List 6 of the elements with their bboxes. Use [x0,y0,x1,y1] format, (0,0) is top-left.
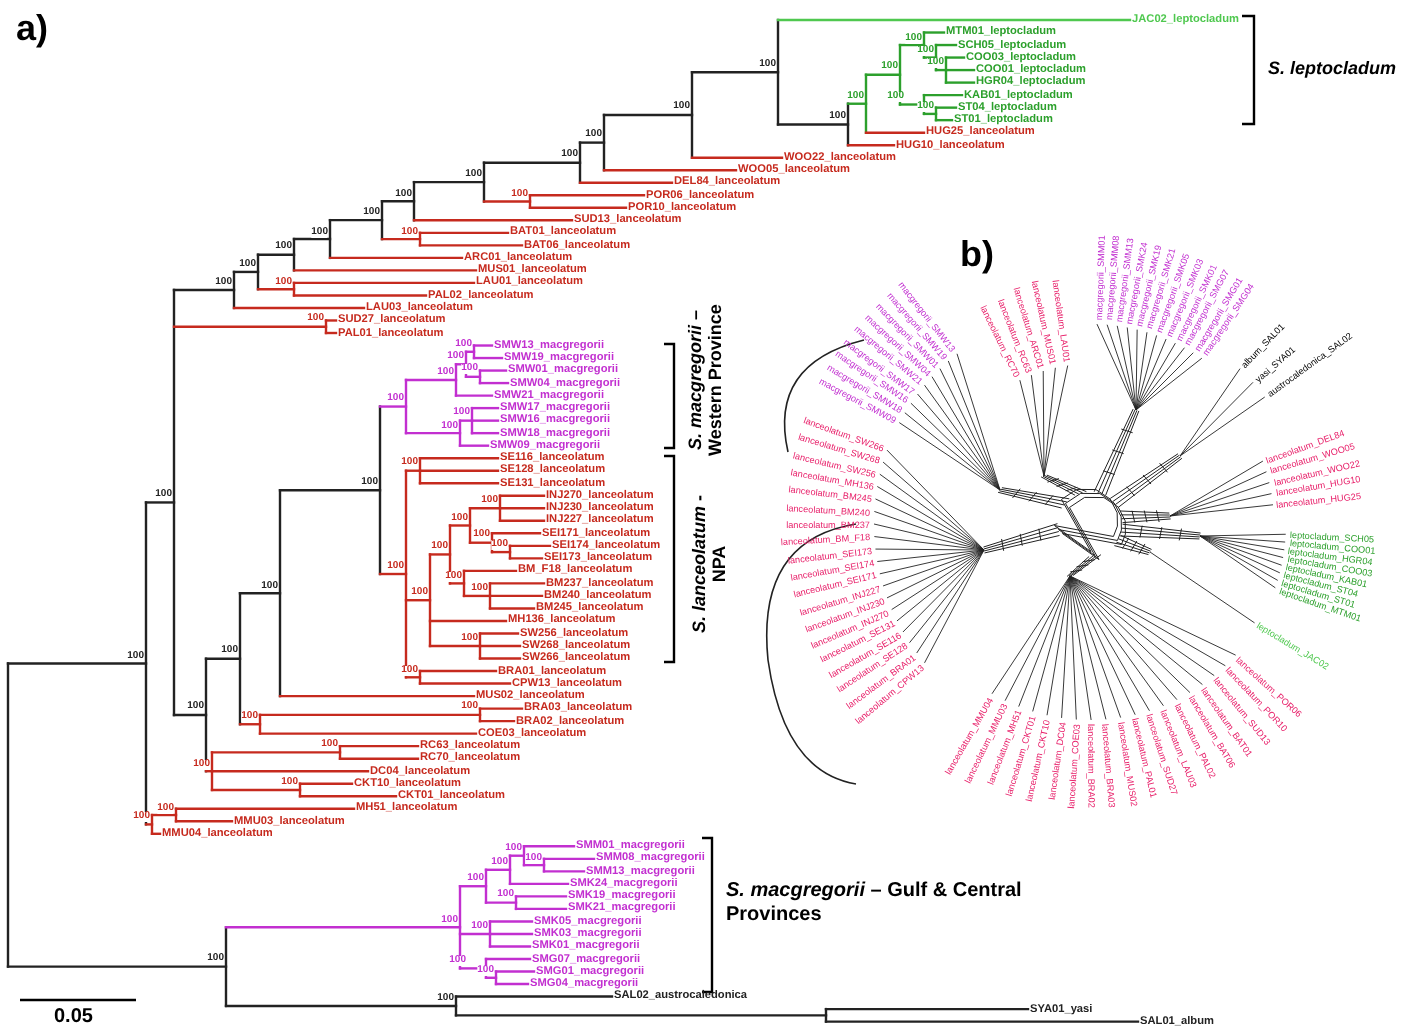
clade-label: S. leptocladum [1268,58,1397,79]
scale-value: 0.05 [54,1006,93,1028]
clade-label: S. lanceolatum - NPA [689,492,731,638]
clade-label: S. macgregorii – Gulf & Central Provinces [726,880,1024,926]
panel-label: b) [960,234,994,274]
panel-label: a) [16,8,49,48]
